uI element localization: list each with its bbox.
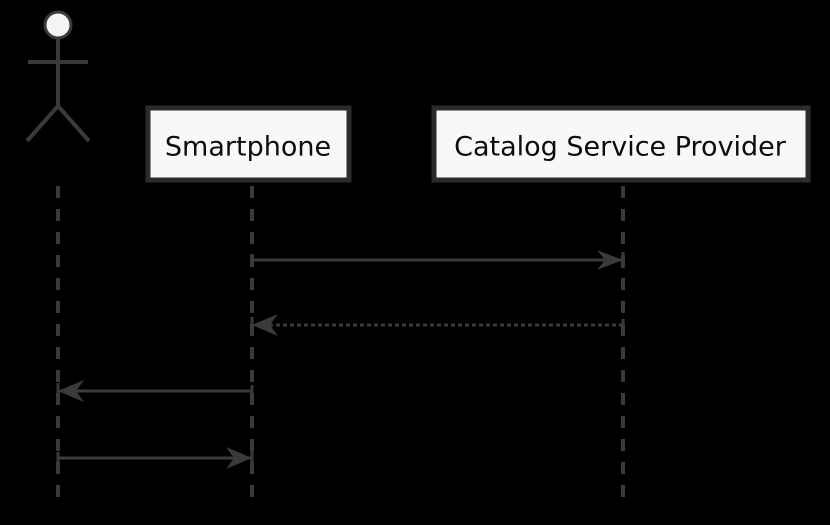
message-arrowhead-right-icon xyxy=(597,250,623,270)
participant-box-smartphone[interactable] xyxy=(145,105,352,183)
actor-leg-left-line xyxy=(25,104,60,143)
participant-label-smartphone: Smartphone xyxy=(165,132,331,163)
participant-catalog-service-provider[interactable]: Catalog Service Provider xyxy=(431,105,811,500)
message-4-actor-to-smartphone[interactable] xyxy=(56,447,254,469)
actor-head-icon xyxy=(43,10,73,40)
participant-box-catalog-service-provider[interactable] xyxy=(431,105,811,183)
actor-leg-right-line xyxy=(56,104,91,143)
message-1-smartphone-to-catalog[interactable] xyxy=(250,250,625,270)
message-arrowhead-left-icon xyxy=(252,314,278,336)
message-3-smartphone-to-actor[interactable] xyxy=(56,380,254,402)
message-arrowhead-right-icon xyxy=(226,447,252,469)
message-arrowhead-left-icon xyxy=(58,380,84,402)
participant-smartphone[interactable]: Smartphone xyxy=(145,105,352,500)
participant-actor[interactable] xyxy=(25,10,91,500)
message-2-catalog-to-smartphone[interactable] xyxy=(250,314,625,336)
participant-label-catalog-service-provider: Catalog Service Provider xyxy=(454,132,787,163)
messages-layer xyxy=(56,250,625,469)
